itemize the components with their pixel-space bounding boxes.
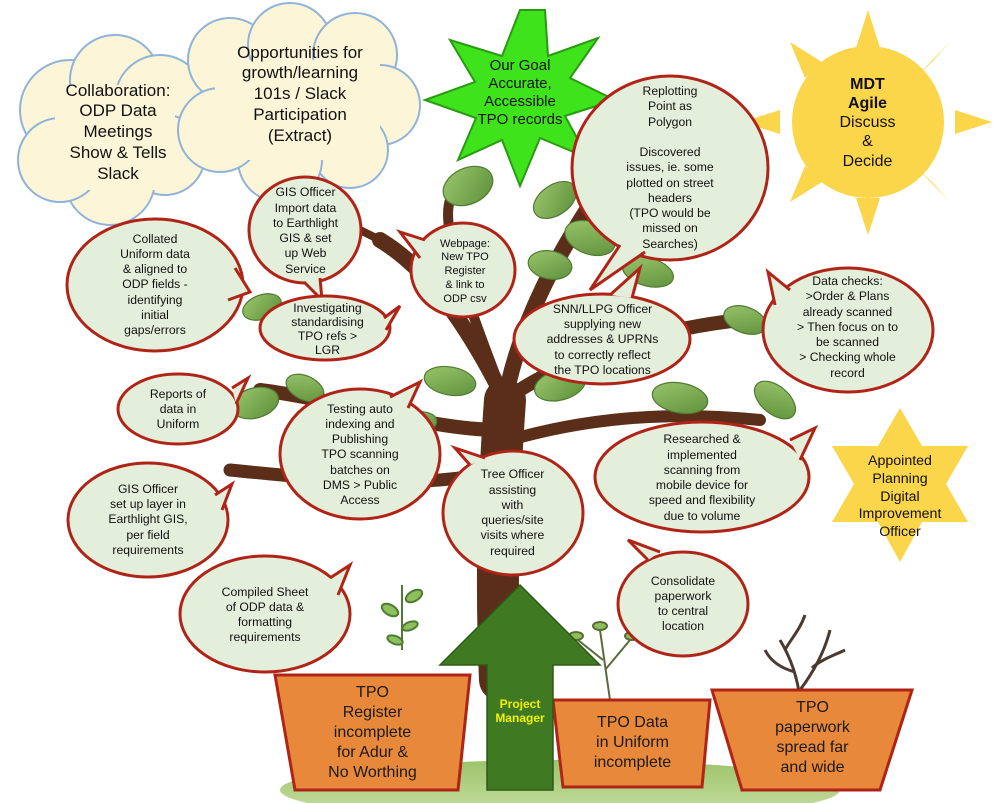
appointed-star-text: Appointed Planning Digital Improvement O… <box>858 453 942 541</box>
bubble-collated-text: Collated Uniform data & aligned to ODP f… <box>120 231 190 338</box>
bubble-researched <box>593 420 811 534</box>
opportunities-cloud-text: Opportunities for growth/learning 101s /… <box>237 42 363 145</box>
collaboration-cloud-text: Collaboration: ODP Data Meetings Show & … <box>65 80 171 183</box>
project-manager-label: Project Manager <box>495 696 545 725</box>
bare-shrub-icon <box>763 614 846 701</box>
bubble-gis-layer <box>66 461 230 579</box>
bubble-webpage <box>409 221 517 319</box>
bubble-consolidate-text: Consolidate paperwork to central locatio… <box>650 573 716 634</box>
pot-adur-text: TPO Register incomplete for Adur & No Wo… <box>328 683 417 781</box>
bubble-replotting <box>570 74 770 262</box>
opportunities-cloud <box>177 2 421 203</box>
bubble-compiled <box>178 554 352 674</box>
bubble-gis-layer-text: GIS Officer set up layer in Earthlight G… <box>108 481 188 557</box>
bubble-replotting-text: Replotting Point as Polygon Discovered i… <box>626 84 714 251</box>
bubble-data-checks-text: Data checks: >Order & Plans already scan… <box>796 274 899 380</box>
bubble-compiled-text: Compiled Sheet of ODP data & formatting … <box>221 584 309 645</box>
bubble-snn-llpg <box>512 292 692 386</box>
project-manager-arrow <box>438 583 602 791</box>
bubble-investigating-text: Investigating standardising TPO refs > L… <box>291 300 364 358</box>
pot-uniform <box>551 698 712 789</box>
pot-uniform-text: TPO Data in Uniform incomplete <box>593 714 672 771</box>
bubble-testing <box>278 387 442 521</box>
pot-adur <box>273 673 472 792</box>
seedling-icon <box>380 585 424 650</box>
bubble-consolidate <box>616 550 750 658</box>
goal-star <box>422 9 618 189</box>
appointed-star <box>832 408 968 562</box>
mdt-discuss-decide: Discuss & Decide <box>839 114 896 170</box>
bubble-snn-llpg-text: SNN/LLPG Officer supplying new addresses… <box>546 301 659 377</box>
bubble-investigating <box>258 294 392 362</box>
bubble-gis-import-text: GIS Officer Import data to Earthlight GI… <box>272 185 339 276</box>
collaboration-cloud <box>17 34 206 226</box>
bubble-tree-officer-text: Tree Officer assisting with queries/site… <box>480 467 545 558</box>
bubble-testing-text: Testing auto indexing and Publishing TPO… <box>321 401 399 508</box>
bubble-reports-text: Reports of data in Uniform <box>149 386 207 432</box>
bubble-researched-text: Researched & implemented scanning from m… <box>648 432 756 523</box>
bubble-reports <box>116 372 240 446</box>
bubble-tree-officer <box>441 449 585 577</box>
speech-bubbles <box>65 74 935 674</box>
mdt-agile-title: MDT Agile <box>847 75 888 112</box>
goal-star-text: Our Goal Accurate, Accessible TPO record… <box>477 57 563 128</box>
pot-paperwork-text: TPO paperwork spread far and wide <box>775 699 850 776</box>
bubble-webpage-text: Webpage: New TPO Register & link to ODP … <box>440 237 490 305</box>
pot-paperwork <box>709 688 915 792</box>
bubble-data-checks <box>761 266 935 394</box>
mdt-sun-icon <box>742 10 992 235</box>
